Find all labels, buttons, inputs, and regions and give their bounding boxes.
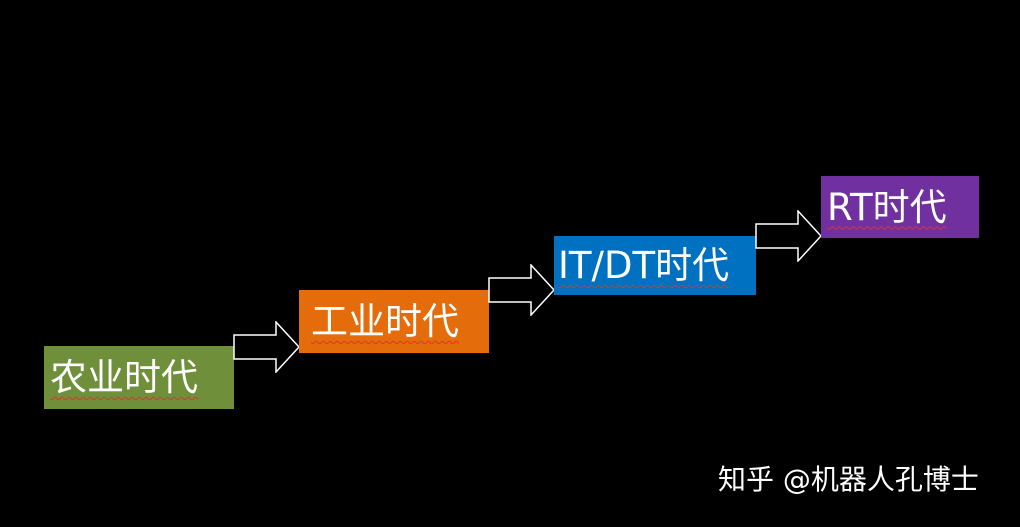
right-arrow-icon xyxy=(488,264,556,316)
era-box-industrial: 工业时代 xyxy=(299,290,489,353)
right-arrow-icon xyxy=(755,210,823,262)
era-label-agricultural: 农业时代 xyxy=(50,356,198,399)
era-label-rt: RT时代 xyxy=(827,185,947,229)
watermark: 知乎 @机器人孔博士 xyxy=(718,463,979,496)
right-arrow-icon xyxy=(233,321,301,373)
era-label-it-dt: IT/DT时代 xyxy=(558,244,730,287)
era-box-agricultural: 农业时代 xyxy=(44,346,234,409)
era-box-rt: RT时代 xyxy=(821,176,979,238)
era-box-it-dt: IT/DT时代 xyxy=(554,236,756,295)
era-label-industrial: 工业时代 xyxy=(311,300,459,343)
